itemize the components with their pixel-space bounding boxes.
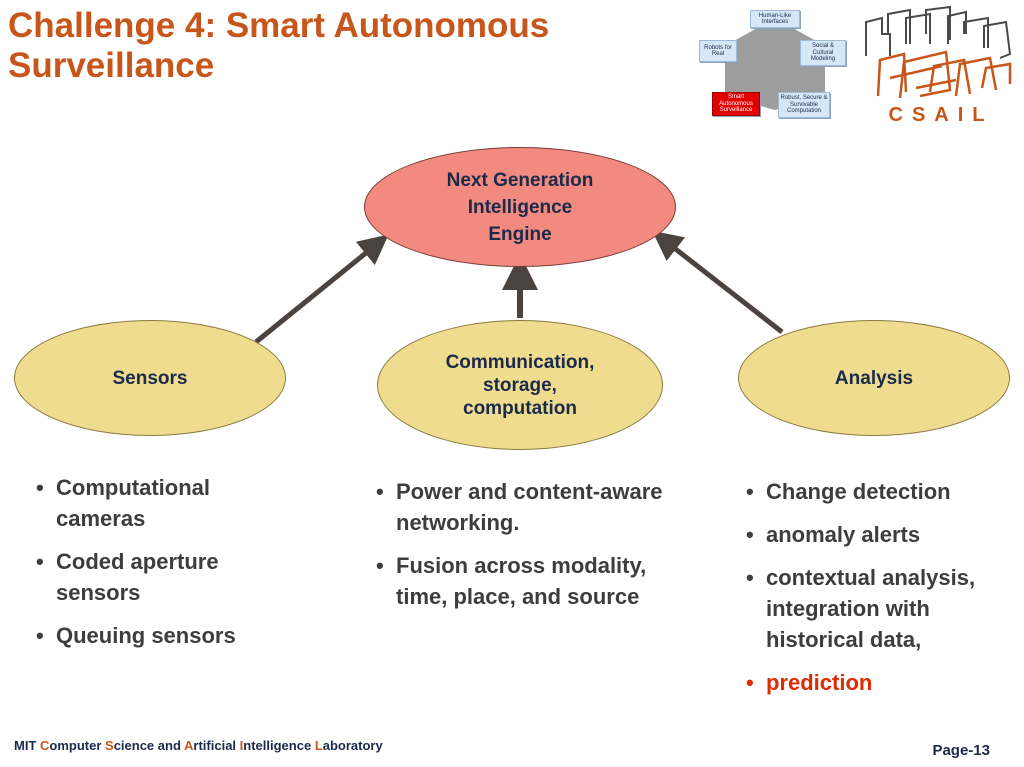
node-sensors: Sensors (14, 320, 286, 436)
roadmap-item-robots: Robots for Real (699, 40, 737, 62)
list-item: Fusion across modality, time, place, and… (372, 550, 672, 612)
list-item: Computational cameras (32, 472, 292, 534)
csail-logo: CSAIL (860, 4, 1022, 130)
list-item: Queuing sensors (32, 620, 292, 651)
node-engine-line-1: Next Generation (446, 169, 594, 191)
list-item: Power and content-aware networking. (372, 476, 672, 538)
analysis-bullet-list: Change detection anomaly alerts contextu… (742, 476, 1012, 710)
list-item: Change detection (742, 476, 1012, 507)
list-item: anomaly alerts (742, 519, 1012, 550)
arrow-sensors-to-engine (254, 234, 389, 344)
node-analysis: Analysis (738, 320, 1010, 436)
node-comm-line-2: storage, (483, 374, 557, 396)
communication-bullet-list: Power and content-aware networking. Fusi… (372, 476, 672, 624)
node-intelligence-engine: Next Generation Intelligence Engine (364, 147, 676, 267)
roadmap-item-robust: Robust, Secure & Survivable Computation (778, 92, 830, 118)
csail-logo-text: CSAIL (888, 104, 994, 126)
node-communication: Communication, storage, computation (377, 320, 663, 450)
sensors-bullet-list: Computational cameras Coded aperture sen… (32, 472, 292, 663)
node-analysis-label: Analysis (834, 367, 914, 389)
node-engine-line-2: Intelligence (467, 196, 573, 218)
node-engine-line-3: Engine (488, 223, 552, 245)
node-comm-line-3: computation (463, 397, 577, 419)
list-item-highlight: prediction (742, 667, 1012, 698)
list-item: Coded aperture sensors (32, 546, 292, 608)
footer-page-number: Page-13 (932, 742, 990, 759)
roadmap-mini-diagram: Human-Like Interfaces Robots for Real So… (690, 4, 860, 120)
csail-logo-mark (865, 5, 1012, 99)
node-sensors-label: Sensors (112, 367, 188, 389)
list-item: contextual analysis, integration with hi… (742, 562, 1012, 655)
arrow-analysis-to-engine (652, 230, 784, 334)
page-title: Challenge 4: Smart Autonomous Surveillan… (8, 6, 549, 86)
footer-lab-name: MIT Computer Science and Artificial Inte… (14, 738, 383, 753)
page-title-line-2: Surveillance (8, 46, 215, 85)
page-title-line-1: Challenge 4: Smart Autonomous (8, 6, 550, 45)
roadmap-item-surveillance: Smart Autonomous Surveillance (712, 92, 760, 116)
roadmap-item-human-like: Human-Like Interfaces (750, 10, 800, 28)
roadmap-item-social: Social & Cultural Modeling (800, 40, 846, 66)
node-comm-line-1: Communication, (445, 351, 595, 373)
